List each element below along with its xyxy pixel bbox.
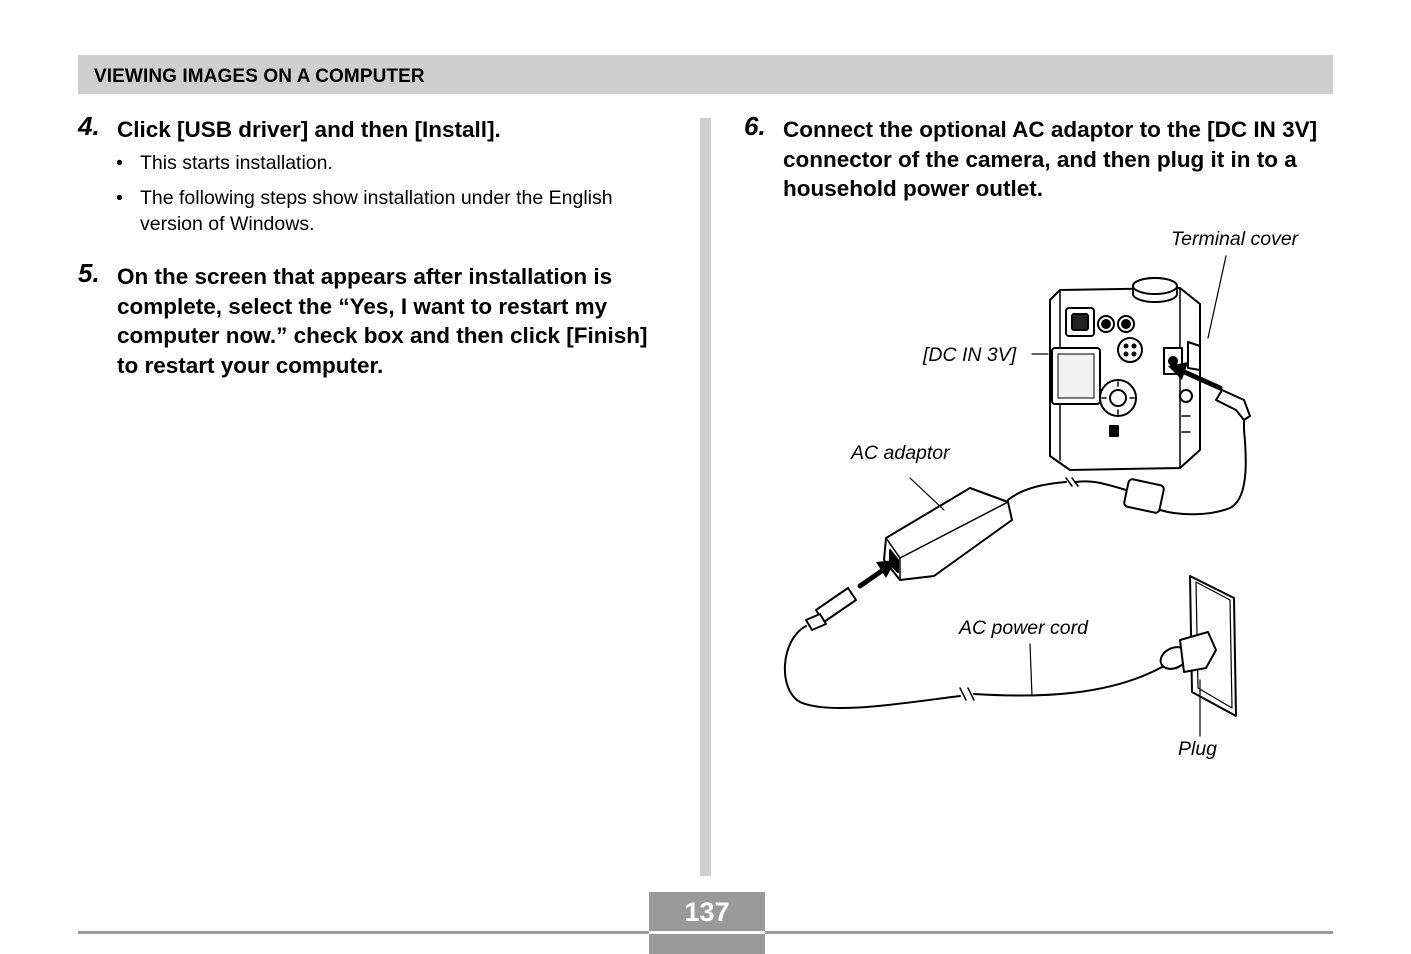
camera-ac-adaptor-drawing [783,255,1251,737]
section-title: VIEWING IMAGES ON A COMPUTER [94,66,425,87]
bullet-item: The following steps show installation un… [114,185,634,237]
step-instruction: Click [USB driver] and then [Install]. [117,117,501,142]
page-number: 137 [684,897,730,927]
column-divider [700,118,711,876]
ac-adaptor-illustration [883,487,1013,581]
step-4-bullets: This starts installation. The following … [114,150,634,246]
label-terminal-cover: Terminal cover [1171,228,1299,250]
label-ac-adaptor: AC adaptor [851,442,950,464]
connection-illustration: Terminal cover [DC IN 3V] AC adaptor AC … [760,220,1340,780]
plug-illustration [1159,631,1217,673]
page-number-box: 137 [649,892,765,954]
label-plug: Plug [1178,738,1218,760]
page-header: VIEWING IMAGES ON A COMPUTER [78,55,1333,94]
step-4: 4. Click [USB driver] and then [Install]… [78,111,678,145]
step-6: 6. Connect the optional AC adaptor to th… [744,111,1344,205]
step-number: 6. [744,111,766,141]
bullet-item: This starts installation. [114,150,634,176]
label-ac-power-cord: AC power cord [959,617,1088,639]
camera-illustration [1049,277,1201,471]
step-instruction: Connect the optional AC adaptor to the [… [783,117,1318,201]
step-5: 5. On the screen that appears after inst… [78,258,678,382]
step-instruction: On the screen that appears after install… [117,264,648,378]
step-number: 5. [78,258,100,288]
step-number: 4. [78,111,100,141]
label-dc-in: [DC IN 3V] [923,344,1017,366]
page-box-gap [649,931,765,934]
